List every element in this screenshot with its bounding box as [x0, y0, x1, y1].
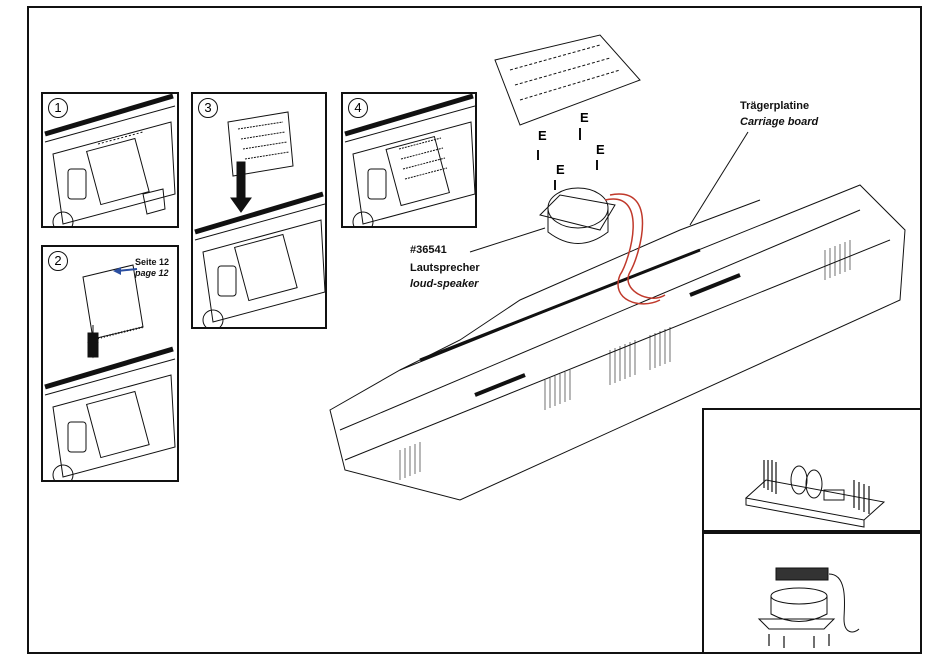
step-1-number: 1 [48, 98, 68, 118]
speaker-inset-panel [702, 532, 922, 654]
page-ref-de: Seite 12 [135, 257, 169, 267]
step-1-panel: 1 [41, 92, 179, 228]
page-ref-en: page 12 [135, 268, 169, 278]
step-3-panel: 3 [191, 92, 327, 329]
step-3-illustration [193, 94, 327, 329]
carriage-board-label-de: Trägerplatine [740, 100, 809, 112]
step-4-panel: 4 [341, 92, 477, 228]
screw-label-2: E [580, 110, 589, 125]
step-4-number: 4 [348, 98, 368, 118]
decoder-inset-panel [702, 408, 922, 532]
speaker-label-en: loud-speaker [410, 278, 478, 290]
screw-label-3: E [556, 162, 565, 177]
decoder-board-illustration [704, 410, 922, 532]
screw-label-1: E [538, 128, 547, 143]
speaker-board-illustration [704, 534, 922, 654]
step-3-number: 3 [198, 98, 218, 118]
step-2-number: 2 [48, 251, 68, 271]
speaker-code: #36541 [410, 244, 447, 256]
carriage-board-label-en: Carriage board [740, 116, 818, 128]
speaker-label-de: Lautsprecher [410, 262, 480, 274]
step-2-panel: 2 Seite 12 page 12 [41, 245, 179, 482]
step-2-illustration [43, 247, 179, 482]
screw-label-4: E [596, 142, 605, 157]
